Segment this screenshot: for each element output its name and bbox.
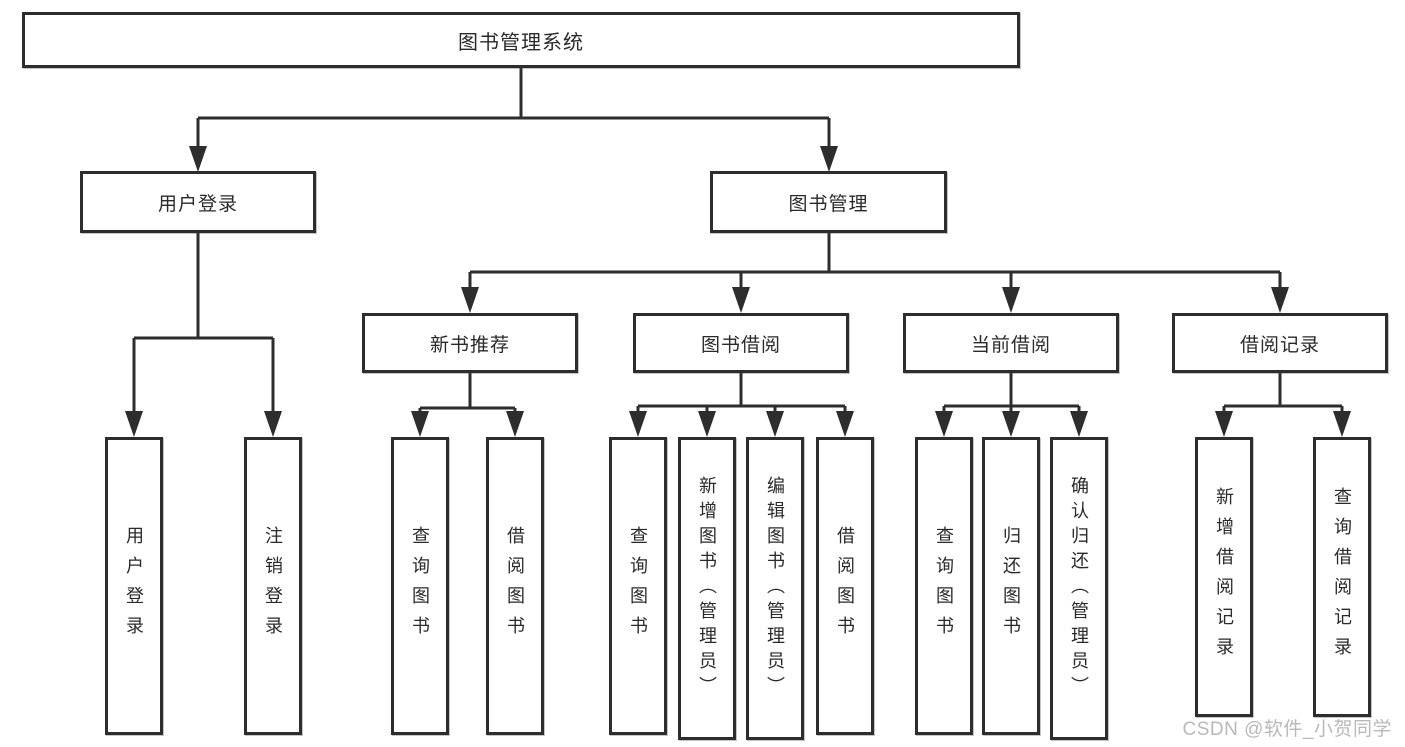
leaf-query-book-1-label: 查询图书	[410, 526, 430, 646]
node-user-login-label: 用户登录	[157, 193, 238, 215]
node-book-management: 图书管理	[710, 171, 947, 233]
leaf-borrow-book-2-label: 借阅图书	[835, 526, 855, 646]
leaf-query-borrow-record: 查询借阅记录	[1313, 437, 1371, 717]
node-book-management-label: 图书管理	[788, 193, 869, 215]
leaf-user-login: 用户登录	[105, 437, 163, 735]
node-book-borrow-label: 图书借阅	[700, 334, 781, 356]
leaf-query-book-2-label: 查询图书	[628, 526, 648, 646]
leaf-confirm-return-admin-label: 确认归还（管理员）	[1069, 476, 1089, 701]
leaf-add-book-admin: 新增图书（管理员）	[678, 437, 736, 740]
leaf-query-book-1: 查询图书	[391, 437, 449, 735]
leaf-logout: 注销登录	[244, 437, 302, 735]
node-borrow-record-label: 借阅记录	[1239, 334, 1320, 356]
leaf-return-book-label: 归还图书	[1001, 526, 1021, 646]
leaf-add-borrow-record-label: 新增借阅记录	[1214, 487, 1234, 667]
leaf-add-book-admin-label: 新增图书（管理员）	[697, 476, 717, 701]
leaf-borrow-book-1-label: 借阅图书	[505, 526, 525, 646]
leaf-edit-book-admin-label: 编辑图书（管理员）	[765, 476, 785, 701]
node-root-label: 图书管理系统	[458, 31, 584, 54]
node-user-login: 用户登录	[80, 171, 316, 233]
leaf-user-login-label: 用户登录	[124, 526, 144, 646]
leaf-query-borrow-record-label: 查询借阅记录	[1332, 487, 1352, 667]
leaf-query-book-3-label: 查询图书	[934, 526, 954, 646]
node-new-book-recommend-label: 新书推荐	[429, 334, 510, 356]
node-book-borrow: 图书借阅	[633, 313, 849, 373]
leaf-query-book-3: 查询图书	[915, 437, 973, 735]
leaf-return-book: 归还图书	[982, 437, 1040, 735]
leaf-edit-book-admin: 编辑图书（管理员）	[746, 437, 804, 740]
node-root: 图书管理系统	[22, 12, 1020, 68]
leaf-logout-label: 注销登录	[263, 526, 283, 646]
leaf-add-borrow-record: 新增借阅记录	[1195, 437, 1253, 717]
node-borrow-record: 借阅记录	[1172, 313, 1388, 373]
node-current-borrow: 当前借阅	[903, 313, 1119, 373]
node-current-borrow-label: 当前借阅	[970, 334, 1051, 356]
node-new-book-recommend: 新书推荐	[362, 313, 578, 373]
leaf-confirm-return-admin: 确认归还（管理员）	[1050, 437, 1108, 740]
leaf-borrow-book-2: 借阅图书	[816, 437, 874, 735]
leaf-borrow-book-1: 借阅图书	[486, 437, 544, 735]
leaf-query-book-2: 查询图书	[609, 437, 667, 735]
csdn-watermark: CSDN @软件_小贺同学	[1182, 719, 1392, 740]
